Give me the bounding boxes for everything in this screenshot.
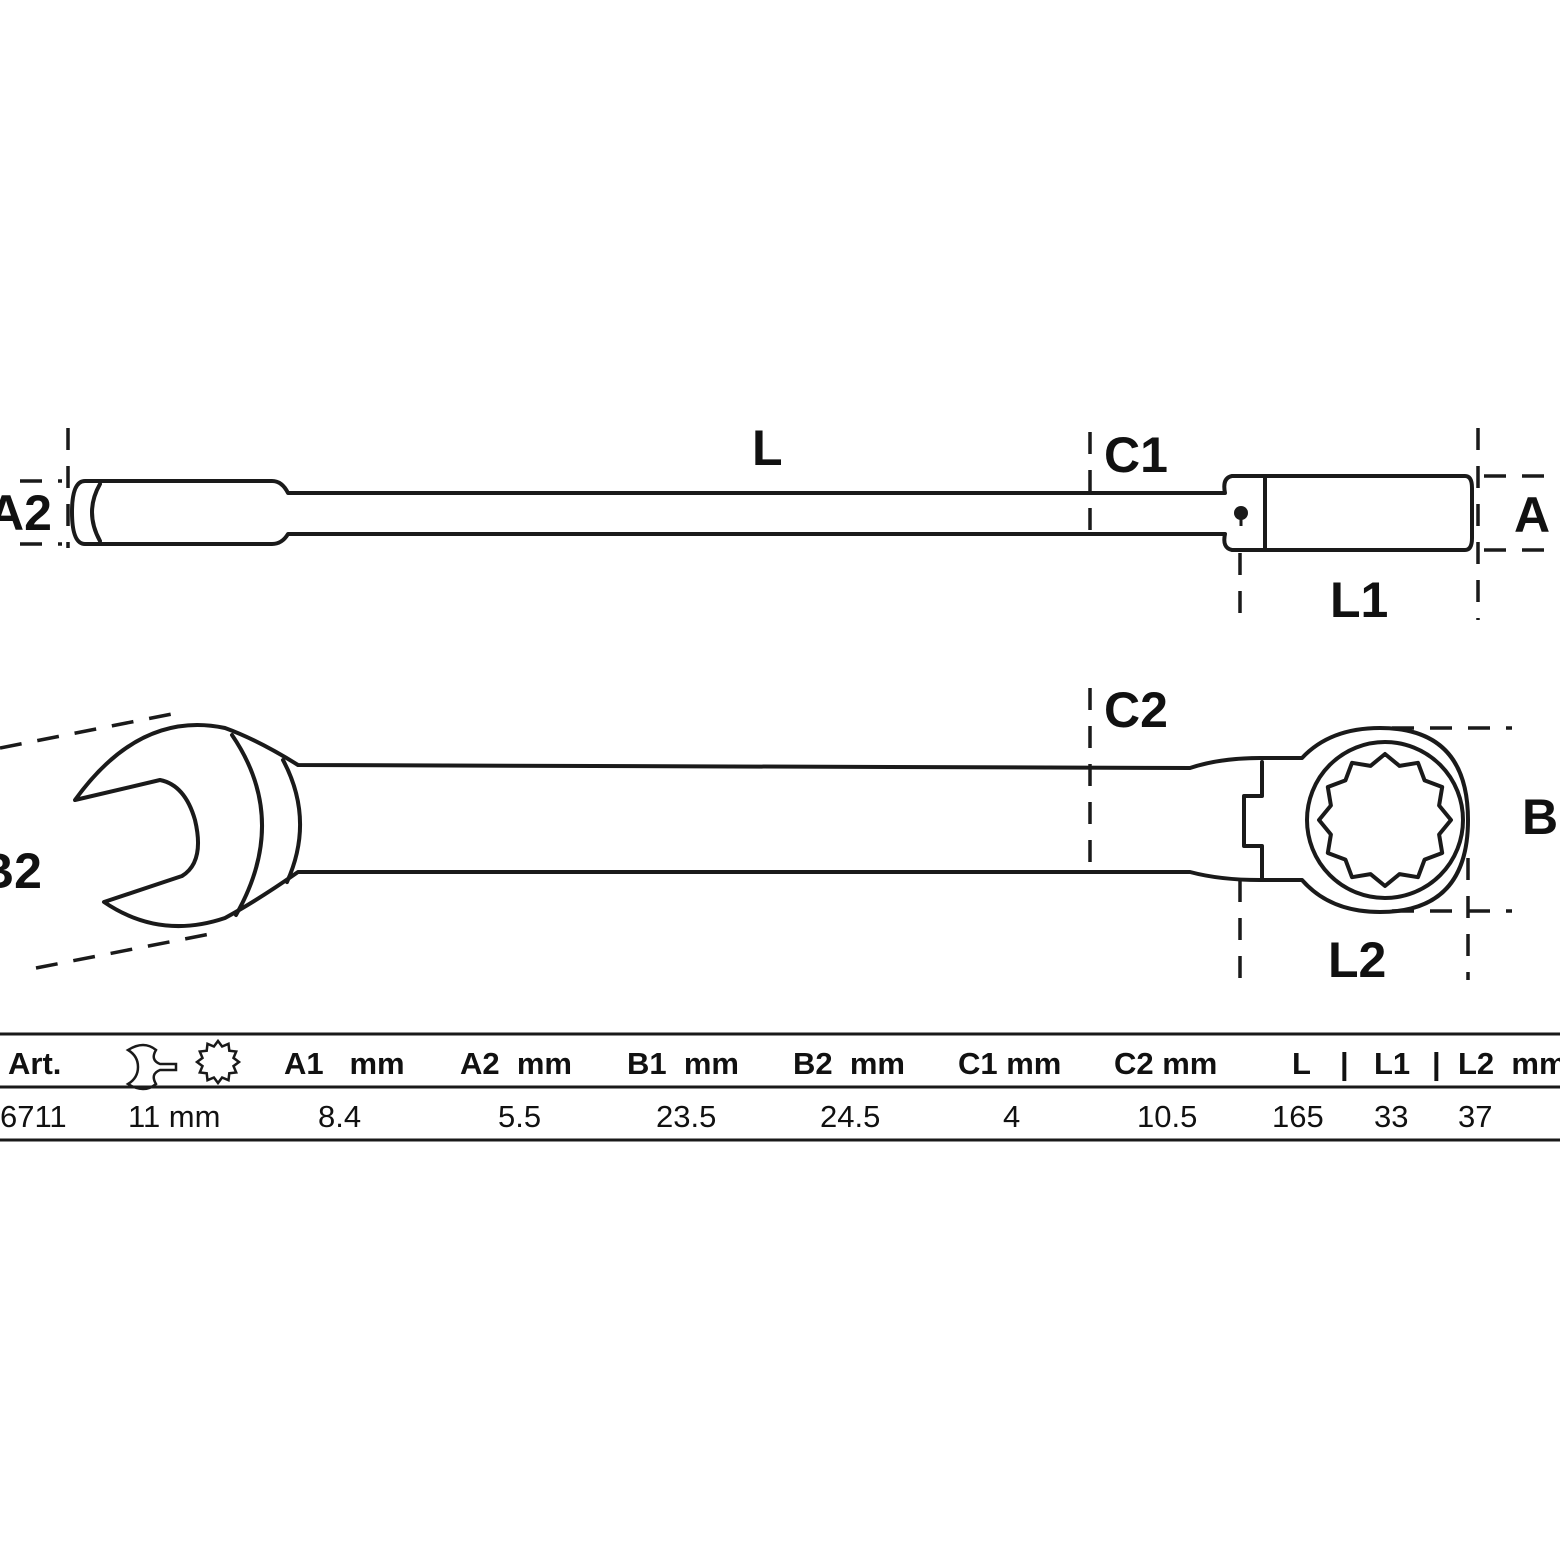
value-a1: 8.4 (318, 1099, 361, 1134)
header-c2: C2 mm (1114, 1046, 1217, 1081)
value-c2: 10.5 (1137, 1099, 1197, 1134)
twelve-point-ring-icon (194, 1038, 242, 1086)
label-l1: L1 (1330, 572, 1388, 628)
side-view-outline (70, 474, 1474, 552)
label-c2: C2 (1104, 682, 1168, 738)
label-a2: A2 (0, 485, 52, 541)
top-view-outline (73, 723, 1470, 928)
value-l: 165 (1272, 1099, 1324, 1134)
header-art: Art. (8, 1046, 61, 1081)
top-view-dimensions (0, 688, 1512, 980)
value-art: 6711 (0, 1099, 67, 1134)
header-b2: B2 mm (793, 1046, 905, 1081)
label-l: L (752, 420, 783, 476)
label-b2: B2 (0, 843, 42, 899)
header-separator-2: | (1432, 1046, 1441, 1081)
header-l: L (1292, 1046, 1311, 1081)
value-a2: 5.5 (498, 1099, 541, 1134)
value-c1: 4 (1003, 1099, 1020, 1134)
value-l2: 37 (1458, 1099, 1492, 1134)
value-size: 11 mm (128, 1099, 220, 1134)
label-a1: A (1514, 487, 1550, 543)
side-view-head-arc (90, 482, 102, 543)
value-b2: 24.5 (820, 1099, 880, 1134)
b2-dimension-top (0, 712, 173, 750)
open-end-wrench-icon (125, 1043, 178, 1091)
header-l1: L1 (1374, 1046, 1410, 1081)
header-c1: C1 mm (958, 1046, 1061, 1081)
header-a1: A1 mm (284, 1046, 405, 1081)
header-b1: B1 mm (627, 1046, 739, 1081)
ring-inner-circle (1305, 740, 1465, 900)
value-l1: 33 (1374, 1099, 1408, 1134)
twelve-point-socket (1317, 752, 1453, 888)
ratchet-joint-detail (1242, 760, 1264, 880)
header-a2: A2 mm (460, 1046, 572, 1081)
spec-table: Art. A1 mm A2 mm B1 mm B2 mm C1 mm C2 mm… (0, 1032, 1560, 1142)
header-l2: L2 mm (1458, 1046, 1560, 1081)
open-end-inner-arc-2 (281, 758, 302, 884)
label-c1: C1 (1104, 427, 1168, 483)
side-view-dimensions (20, 428, 1560, 620)
header-separator-1: | (1340, 1046, 1349, 1081)
label-b1: B (1522, 789, 1558, 845)
wrench-top-view (73, 723, 1470, 928)
b2-dimension-bottom (35, 932, 211, 970)
open-end-inner-arc (230, 733, 265, 917)
value-b1: 23.5 (656, 1099, 716, 1134)
wrench-side-view (70, 474, 1474, 552)
label-l2: L2 (1328, 932, 1386, 988)
